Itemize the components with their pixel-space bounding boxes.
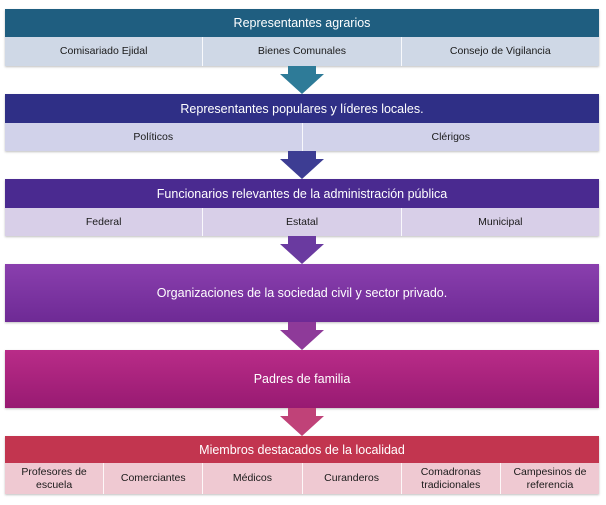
item-federal: Federal <box>5 208 204 236</box>
item-comerciantes: Comerciantes <box>104 463 204 494</box>
level-padres-de-familia: Padres de familia <box>5 350 599 408</box>
item-comadronas-tradicionales: Comadronas tradicionales <box>402 463 501 494</box>
down-arrow-icon <box>280 408 324 436</box>
level-items: Comisariado Ejidal Bienes Comunales Cons… <box>5 37 599 66</box>
item-politicos: Políticos <box>5 123 303 151</box>
level-title: Padres de familia <box>5 350 599 408</box>
level-miembros-destacados: Miembros destacados de la localidad Prof… <box>5 436 599 494</box>
level-title: Funcionarios relevantes de la administra… <box>5 179 599 208</box>
level-organizaciones-sociedad-civil: Organizaciones de la sociedad civil y se… <box>5 264 599 322</box>
down-arrow-icon <box>280 151 324 179</box>
down-arrow-icon <box>280 322 324 350</box>
level-representantes-populares: Representantes populares y líderes local… <box>5 94 599 151</box>
level-title: Representantes agrarios <box>5 9 599 37</box>
level-title: Miembros destacados de la localidad <box>5 436 599 463</box>
down-arrow-icon <box>280 236 324 264</box>
item-clerigos: Clérigos <box>431 130 470 143</box>
down-arrow-icon <box>280 66 324 94</box>
item-medicos: Médicos <box>203 463 303 494</box>
level-items: Profesores de escuela Comerciantes Médic… <box>5 463 599 494</box>
item-estatal: Estatal <box>203 208 402 236</box>
level-funcionarios-publicos: Funcionarios relevantes de la administra… <box>5 179 599 236</box>
item-consejo-de-vigilancia: Consejo de Vigilancia <box>449 45 551 58</box>
item-comisariado-ejidal: Comisariado Ejidal <box>5 37 204 66</box>
item-profesores-de-escuela: Profesores de escuela <box>5 463 105 494</box>
level-items: Federal Estatal Municipal <box>5 208 599 236</box>
item-curanderos: Curanderos <box>303 463 402 494</box>
level-representantes-agrarios: Representantes agrarios Comisariado Ejid… <box>5 9 599 66</box>
item-bienes-comunales: Bienes Comunales <box>203 37 402 66</box>
item-municipal: Municipal <box>478 215 523 228</box>
level-title: Representantes populares y líderes local… <box>5 94 599 123</box>
level-items: Políticos Clérigos <box>5 123 599 151</box>
item-campesinos-de-referencia: Campesinos de referencia <box>513 466 587 491</box>
level-title: Organizaciones de la sociedad civil y se… <box>5 264 599 322</box>
